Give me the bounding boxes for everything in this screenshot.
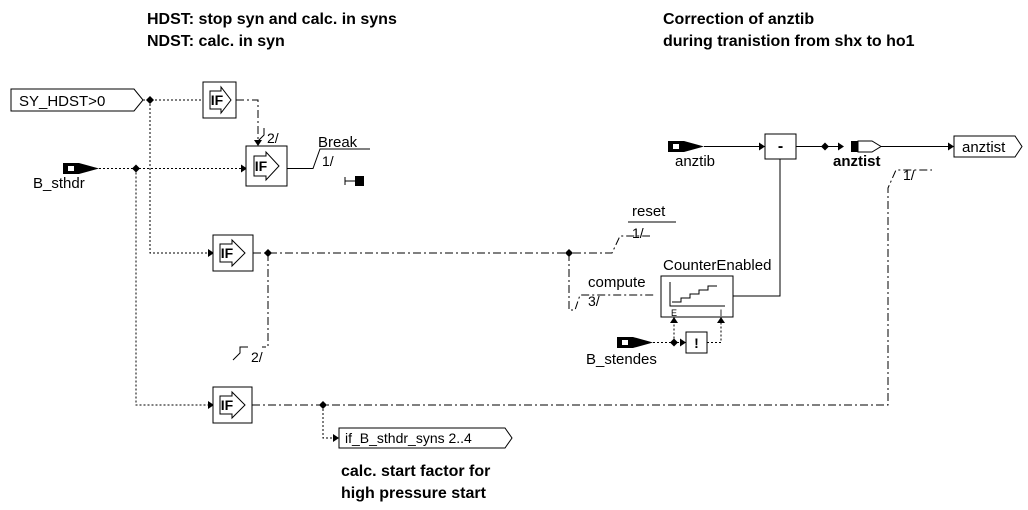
output-if-b-sthdr-syns[interactable]: if_B_sthdr_syns 2..4 xyxy=(338,427,513,449)
correction-annotation-line1: Correction of anztib xyxy=(663,11,814,28)
wires xyxy=(99,99,954,439)
seq-1-break-label: 1/ xyxy=(322,153,334,169)
hdst-annotation-line2: NDST: calc. in syn xyxy=(147,33,285,50)
if-block-4-label: IF xyxy=(221,397,234,413)
output-if-b-sthdr-syns-label: if_B_sthdr_syns 2..4 xyxy=(345,430,472,446)
compute-label: compute xyxy=(588,274,646,291)
input-b-stendes-label: B_stendes xyxy=(586,351,657,368)
input-b-stendes[interactable]: B_stendes xyxy=(586,337,657,368)
seq-2-lower-label: 2/ xyxy=(251,349,263,365)
input-b-sthdr-label: B_sthdr xyxy=(33,175,85,192)
if-block-1[interactable]: IF xyxy=(202,81,237,119)
correction-annotation-line2: during tranistion from shx to ho1 xyxy=(663,33,915,50)
seq-2-label: 2/ xyxy=(267,130,279,146)
subtract-block[interactable]: - xyxy=(764,133,797,160)
if-block-3-label: IF xyxy=(221,245,234,261)
reset-label: reset xyxy=(632,203,666,220)
if-block-2[interactable]: IF xyxy=(245,145,288,187)
branch-labels: 2/ Break 1/ reset 1/ compute 3/ 2/ 1/ xyxy=(232,128,915,365)
if-block-1-label: IF xyxy=(211,92,224,108)
input-b-sthdr[interactable]: B_sthdr xyxy=(33,163,99,192)
input-sy-hdst[interactable]: SY_HDST>0 xyxy=(10,88,144,112)
break-terminator xyxy=(355,176,364,186)
input-anztib[interactable]: anztib xyxy=(668,141,715,170)
subtract-symbol: - xyxy=(778,138,783,155)
counter-enabled-block[interactable]: CounterEnabled E I xyxy=(660,257,771,318)
arrowheads xyxy=(203,96,954,442)
calc-annotation-line1: calc. start factor for xyxy=(341,463,490,480)
junction-dots xyxy=(132,96,829,409)
input-sy-hdst-label: SY_HDST>0 xyxy=(19,93,105,110)
if-block-3[interactable]: IF xyxy=(212,234,254,272)
seq-1-output-label: 1/ xyxy=(903,167,915,183)
break-label: Break xyxy=(318,134,358,151)
if-block-4[interactable]: IF xyxy=(212,386,253,424)
if-block-2-label: IF xyxy=(255,158,268,174)
hdst-annotation-line1: HDST: stop syn and calc. in syns xyxy=(147,11,397,28)
output-anztist-label: anztist xyxy=(962,139,1006,156)
output-anztist[interactable]: anztist xyxy=(953,135,1023,158)
counter-i-port: I xyxy=(720,308,723,318)
seq-3-label: 3/ xyxy=(588,293,600,309)
counter-e-port: E xyxy=(671,308,677,318)
signal-anztist: anztist xyxy=(833,140,882,170)
input-anztib-label: anztib xyxy=(675,153,715,170)
not-symbol: ! xyxy=(694,335,699,351)
counter-enabled-label: CounterEnabled xyxy=(663,257,771,274)
calc-annotation-line2: high pressure start xyxy=(341,485,487,502)
signal-anztist-label: anztist xyxy=(833,153,881,170)
not-block[interactable]: ! xyxy=(685,331,708,354)
seq-1-reset-label: 1/ xyxy=(632,225,644,241)
